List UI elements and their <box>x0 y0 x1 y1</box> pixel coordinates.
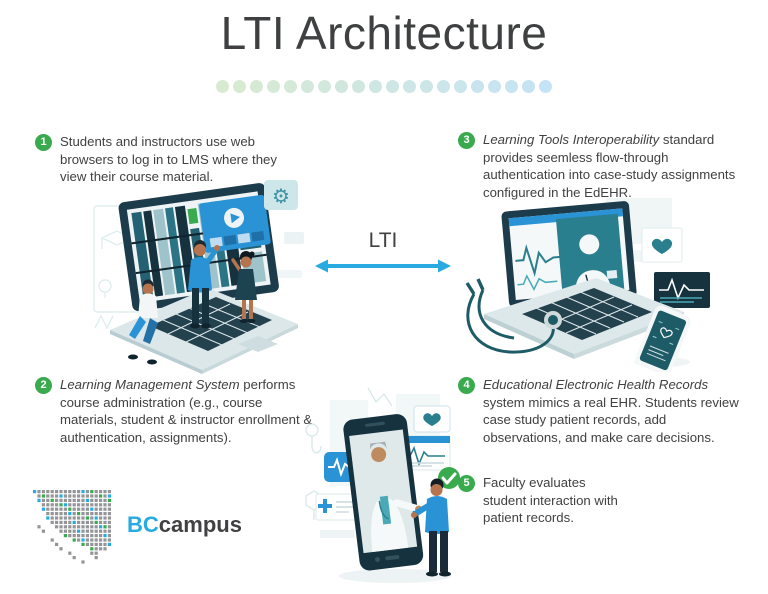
step-2-text: Learning Management System performs cour… <box>60 377 313 445</box>
prescription-card <box>315 493 361 521</box>
standing-student-figure <box>188 240 220 329</box>
lti-double-arrow-icon <box>315 259 451 273</box>
step-4-badge: 4 <box>458 377 475 394</box>
check-icon <box>441 472 457 485</box>
gear-icon: ⚙ <box>272 186 290 208</box>
stethoscope-icon <box>465 278 562 354</box>
keyboard <box>150 297 272 351</box>
step-4: 4 Educational Electronic Health Records … <box>458 376 746 446</box>
doctor-figure <box>369 441 423 553</box>
heart-icon <box>651 238 673 254</box>
edehr-illustration <box>465 198 710 372</box>
stethoscope-icon <box>378 500 389 520</box>
bccampus-wordmark: BCcampus <box>127 512 242 538</box>
page-title: LTI Architecture <box>220 7 548 59</box>
step-5: 5 Faculty evaluates student interaction … <box>458 474 628 527</box>
heart-card <box>413 405 451 433</box>
ground-shadow <box>339 569 451 583</box>
logo-campus: campus <box>158 512 242 537</box>
lti-label: LTI <box>368 229 398 252</box>
step-5-badge: 5 <box>458 475 475 492</box>
step-4-text: Educational Electronic Health Records sy… <box>483 377 739 445</box>
logo-bc: BC <box>127 512 159 537</box>
title-dots <box>216 80 552 93</box>
step-2: 2 Learning Management System performs co… <box>35 376 313 446</box>
bccampus-logo: BCcampus <box>33 490 242 566</box>
sitting-student-figure <box>128 279 158 365</box>
step-3-badge: 3 <box>458 132 475 149</box>
step-5-text: Faculty evaluates student interaction wi… <box>483 475 618 525</box>
heart-icon <box>660 327 673 339</box>
student-figure <box>411 478 451 577</box>
bc-map-mark <box>33 490 111 564</box>
step-2-badge: 2 <box>35 377 52 394</box>
video-player-card <box>199 194 271 253</box>
lti-connector: LTI <box>315 229 451 279</box>
step-3: 3 Learning Tools Interoperability standa… <box>458 131 740 201</box>
step-1-text: Students and instructors use web browser… <box>60 134 277 184</box>
health-app-phone <box>634 305 691 372</box>
telehealth-phone <box>343 414 424 571</box>
lms-illustration: ⚙ <box>93 180 304 374</box>
check-badge <box>438 467 460 489</box>
play-icon <box>230 213 240 224</box>
patient-record-illustration <box>305 387 460 583</box>
step-3-text: Learning Tools Interoperability standard… <box>483 132 736 200</box>
heart-icon <box>423 413 441 426</box>
settings-chip: ⚙ <box>264 180 298 210</box>
instructor-figure <box>231 251 257 323</box>
step-1: 1 Students and instructors use web brows… <box>35 133 297 186</box>
step-1-badge: 1 <box>35 134 52 151</box>
ekg-line <box>515 244 564 278</box>
